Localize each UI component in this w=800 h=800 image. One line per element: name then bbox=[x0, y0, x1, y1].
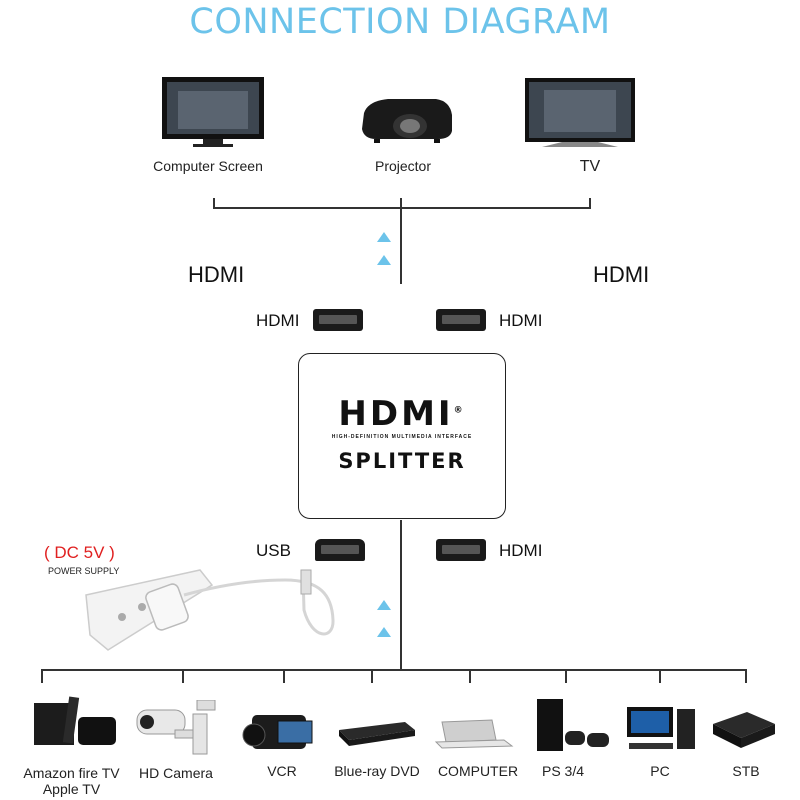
up-arrow-icon bbox=[377, 627, 391, 637]
output-label-computer-screen: Computer Screen bbox=[148, 158, 268, 174]
hdmi-port-icon bbox=[315, 539, 365, 561]
hdmi-logo: HDMI® bbox=[299, 394, 505, 434]
desktop-pc-icon bbox=[623, 705, 703, 755]
input-drop-line bbox=[745, 669, 747, 683]
projector-icon bbox=[358, 93, 456, 148]
bluray-player-icon bbox=[335, 718, 417, 750]
hdmi-tagline: HIGH-DEFINITION MULTIMEDIA INTERFACE bbox=[299, 434, 505, 440]
source-label-computer: COMPUTER bbox=[432, 763, 524, 779]
input-drop-line bbox=[565, 669, 567, 683]
top-port-right-label: HDMI bbox=[499, 311, 542, 331]
input-bus-line bbox=[41, 669, 746, 671]
source-label-blu-ray: Blue-ray DVD bbox=[330, 763, 424, 779]
bottom-port-left-label: USB bbox=[256, 541, 291, 561]
source-label-hd-camera: HD Camera bbox=[130, 765, 222, 781]
input-drop-line bbox=[659, 669, 661, 683]
power-strip-icon bbox=[80, 565, 350, 665]
splitter-label: SPLITTER bbox=[299, 449, 505, 473]
output-drop-line bbox=[589, 198, 591, 208]
hdmi-port-icon bbox=[436, 309, 486, 331]
output-label-tv: TV bbox=[560, 158, 620, 176]
bottom-port-right-label: HDMI bbox=[499, 541, 542, 561]
source-label-pc: PC bbox=[632, 763, 688, 779]
source-label-vcr: VCR bbox=[252, 763, 312, 779]
laptop-icon bbox=[432, 718, 517, 750]
tv-icon bbox=[522, 75, 637, 153]
up-arrow-icon bbox=[377, 255, 391, 265]
hdmi-port-icon bbox=[436, 539, 486, 561]
hdmi-splitter-box: HDMI® HIGH-DEFINITION MULTIMEDIA INTERFA… bbox=[298, 353, 506, 519]
hdmi-output-left-label: HDMI bbox=[188, 262, 244, 288]
diagram-title: CONNECTION DIAGRAM bbox=[0, 2, 800, 42]
streaming-box-icon bbox=[30, 695, 122, 750]
output-bus-line bbox=[213, 207, 591, 209]
set-top-box-icon bbox=[707, 708, 779, 752]
hdmi-output-right-label: HDMI bbox=[593, 262, 649, 288]
camcorder-icon bbox=[240, 705, 325, 757]
output-label-projector: Projector bbox=[355, 158, 451, 174]
input-trunk-line bbox=[400, 520, 402, 670]
hdmi-port-icon bbox=[313, 309, 363, 331]
up-arrow-icon bbox=[377, 600, 391, 610]
monitor-icon bbox=[158, 73, 268, 153]
top-port-left-label: HDMI bbox=[256, 311, 299, 331]
camera-icon bbox=[135, 700, 225, 760]
input-drop-line bbox=[469, 669, 471, 683]
source-label-stb: STB bbox=[720, 763, 772, 779]
power-voltage-label: ( DC 5V ) bbox=[44, 543, 115, 563]
source-label-amazon-fire-tv: Amazon fire TV Apple TV bbox=[14, 765, 129, 797]
input-drop-line bbox=[283, 669, 285, 683]
input-drop-line bbox=[41, 669, 43, 683]
console-icon bbox=[533, 697, 613, 755]
input-drop-line bbox=[182, 669, 184, 683]
up-arrow-icon bbox=[377, 232, 391, 242]
output-drop-line bbox=[213, 198, 215, 208]
input-drop-line bbox=[371, 669, 373, 683]
output-trunk-line bbox=[400, 198, 402, 284]
source-label-ps: PS 3/4 bbox=[532, 763, 594, 779]
